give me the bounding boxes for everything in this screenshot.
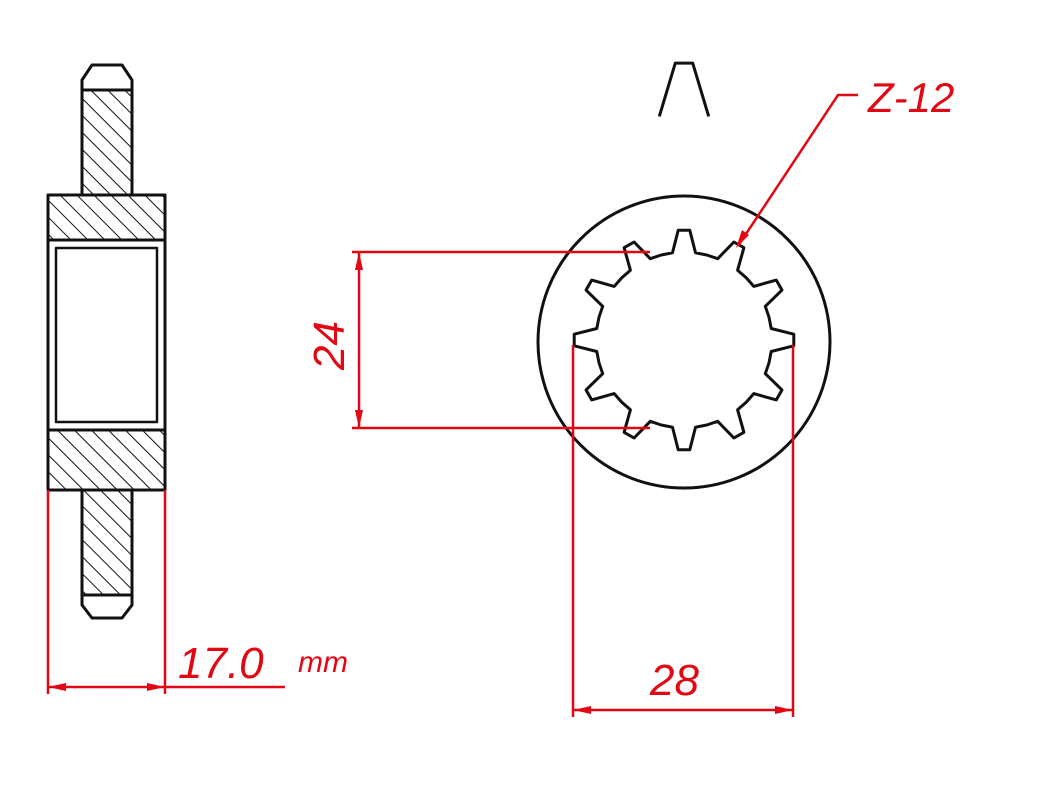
sprocket-outline (657, 61, 711, 117)
top-tooth-tip (80, 63, 134, 90)
spline-inner-dimension: 24 (305, 250, 650, 430)
bore-area (46, 238, 167, 432)
spline-count-label: Z-12 (867, 74, 954, 121)
side-section-view (46, 63, 167, 620)
bore-inner (54, 246, 159, 424)
thickness-dimension: 17.0 mm (46, 490, 348, 694)
outer-spline-diameter-label: 28 (649, 656, 699, 705)
spline-bore-outline (572, 228, 796, 452)
top-tooth-section (80, 88, 134, 197)
thickness-value: 17.0 (178, 639, 264, 688)
spline-diameter-label: 24 (305, 321, 354, 371)
bottom-tooth-tip (80, 595, 134, 620)
hub-circle (536, 194, 832, 490)
spline-outer-dimension: 28 (571, 345, 795, 717)
spline-count-leader: Z-12 (736, 74, 954, 248)
top-hub-section (46, 193, 167, 242)
thickness-unit: mm (298, 646, 348, 679)
front-view (536, 61, 832, 490)
bottom-hub-section (46, 428, 167, 492)
bottom-tooth-section (80, 488, 134, 597)
